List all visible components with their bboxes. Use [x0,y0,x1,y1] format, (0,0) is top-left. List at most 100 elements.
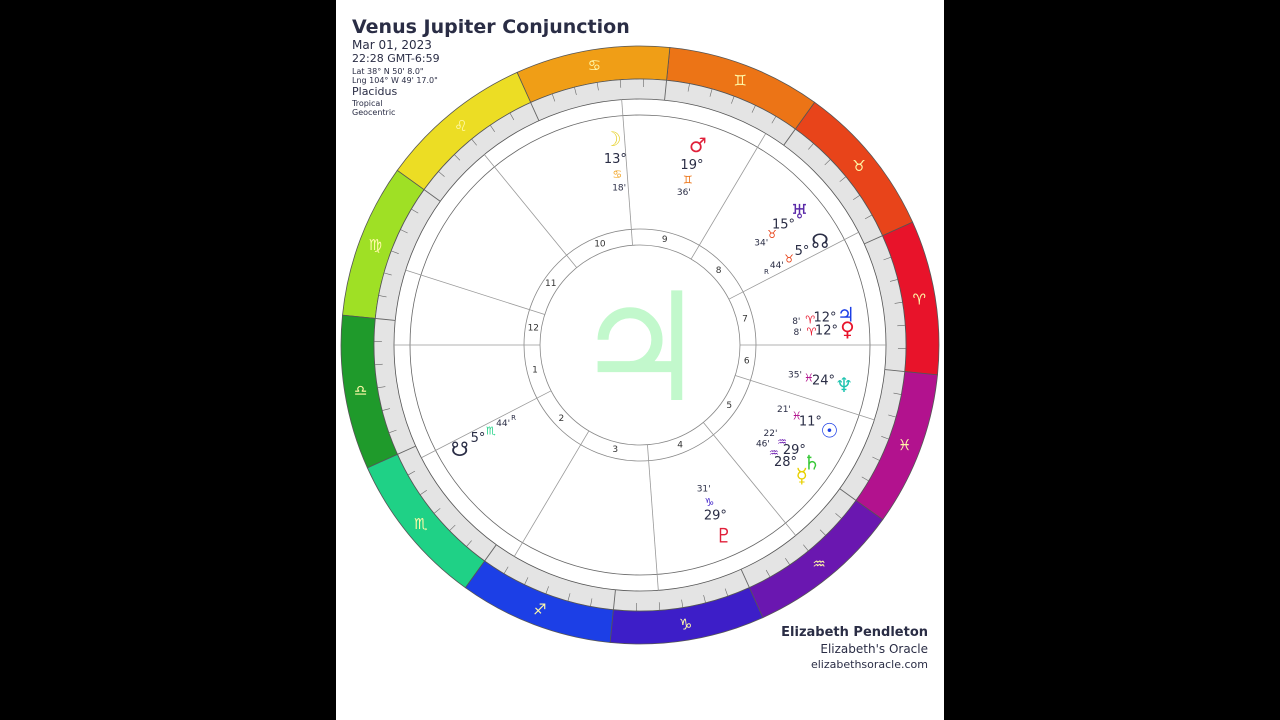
jupiter-sign-label: ♈ [805,313,815,326]
mercury-deg-label: 28° [774,455,797,470]
chart-title: Venus Jupiter Conjunction [352,16,630,38]
pluto-min-label: 31' [697,485,711,495]
degree-tick [897,324,906,327]
moon-deg-label: 13° [604,152,627,167]
degree-tick [861,476,869,482]
degree-tick [740,569,750,588]
uranus-icon: ♅ [791,200,809,224]
south-node-icon: ☋ [451,437,469,461]
house-cusp-9 [690,133,767,260]
degree-tick [835,513,842,519]
degree-tick [407,470,416,476]
south-node-min-label: 44' [496,419,510,429]
chart-date: Mar 01, 2023 [352,38,432,52]
degree-tick [889,279,898,282]
jupiter-deg-label: 12° [813,310,836,325]
sign-glyph-scorpio: ♏ [414,515,428,533]
degree-tick [391,250,399,254]
pluto-icon: ♇ [715,523,733,547]
degree-tick [375,317,396,321]
degree-tick [438,171,445,177]
jupiter-min-label: 8' [792,317,800,327]
degree-tick [449,524,456,531]
degree-tick [383,272,392,276]
sign-glyph-pisces: ♓ [898,436,911,454]
sign-glyph-libra: ♎ [354,382,367,400]
chart-latitude: Lat 38° N 50' 8.0" [352,67,424,76]
degree-tick [397,445,416,455]
degree-tick [619,79,622,88]
degree-tick [489,125,495,132]
website-link[interactable]: elizabethsoracle.com [810,658,928,671]
house-number-9: 9 [662,235,668,245]
neptune-icon: ♆ [835,373,853,397]
degree-tick [530,102,540,121]
mercury-icon: ☿ [796,464,808,488]
north-node-icon: ☊ [811,229,829,253]
degree-tick [808,143,814,150]
degree-tick [894,301,903,304]
pluto-deg-label: 29° [704,509,727,524]
north-node-deg-label: 5° [795,244,810,259]
degree-tick [703,594,706,603]
venus-deg-label: 12° [815,323,838,338]
degree-tick [864,214,873,220]
degree-tick [378,295,387,298]
neptune-deg-label: 24° [812,374,835,389]
house-cusp-2 [421,390,552,459]
degree-tick [771,116,777,124]
degree-tick [853,194,860,200]
venus-min-label: 8' [793,328,801,338]
sign-glyph-virgo: ♍ [369,236,382,254]
brand-name: Elizabeth's Oracle [820,642,928,656]
degree-tick [374,363,383,366]
degree-tick [454,154,461,161]
degree-tick [709,88,713,97]
venus-sign-label: ♈ [807,325,817,338]
uranus-deg-label: 15° [772,218,795,233]
sun-min-label: 21' [777,405,791,415]
house-cusp-3 [513,430,590,557]
house-number-7: 7 [742,315,748,325]
reference-frame: Geocentric [352,108,396,117]
sign-glyph-leo: ♌ [454,117,467,135]
degree-tick [524,577,529,585]
house-number-4: 4 [677,440,683,450]
house-cusp-8 [728,231,859,300]
house-cusp-6 [735,375,875,421]
degree-tick [574,87,577,96]
degree-tick [883,256,892,261]
house-cusp-5 [702,422,797,536]
saturn-sign-label: ♒ [777,436,787,449]
mercury-sign-label: ♒ [769,447,779,460]
degree-tick [785,558,791,565]
house-cusp-10 [621,99,633,246]
author-name: Elizabeth Pendleton [781,625,928,640]
house-number-1: 1 [532,365,538,375]
degree-tick [382,408,391,411]
sign-glyph-cancer: ♋ [588,57,601,75]
venus-icon: ♀ [840,317,855,341]
degree-tick [433,508,441,514]
house-number-6: 6 [744,357,750,367]
neptune-min-label: 35' [788,370,802,380]
degree-tick [881,436,889,440]
degree-tick [509,112,515,121]
degree-tick [681,599,684,608]
degree-tick [893,392,902,395]
house-number-3: 3 [612,445,618,455]
degree-tick [687,83,690,92]
degree-tick [377,386,386,389]
degree-tick [731,96,735,104]
mars-icon: ♂ [689,133,707,157]
house-number-2: 2 [558,414,564,424]
house-system: Placidus [352,85,398,98]
degree-tick [864,235,883,245]
saturn-icon: ♄ [803,450,821,474]
sun-sign-label: ♓ [792,409,802,422]
degree-tick [658,602,661,611]
sign-glyph-capricorn: ♑ [679,615,692,633]
moon-min-label: 18' [612,183,626,193]
